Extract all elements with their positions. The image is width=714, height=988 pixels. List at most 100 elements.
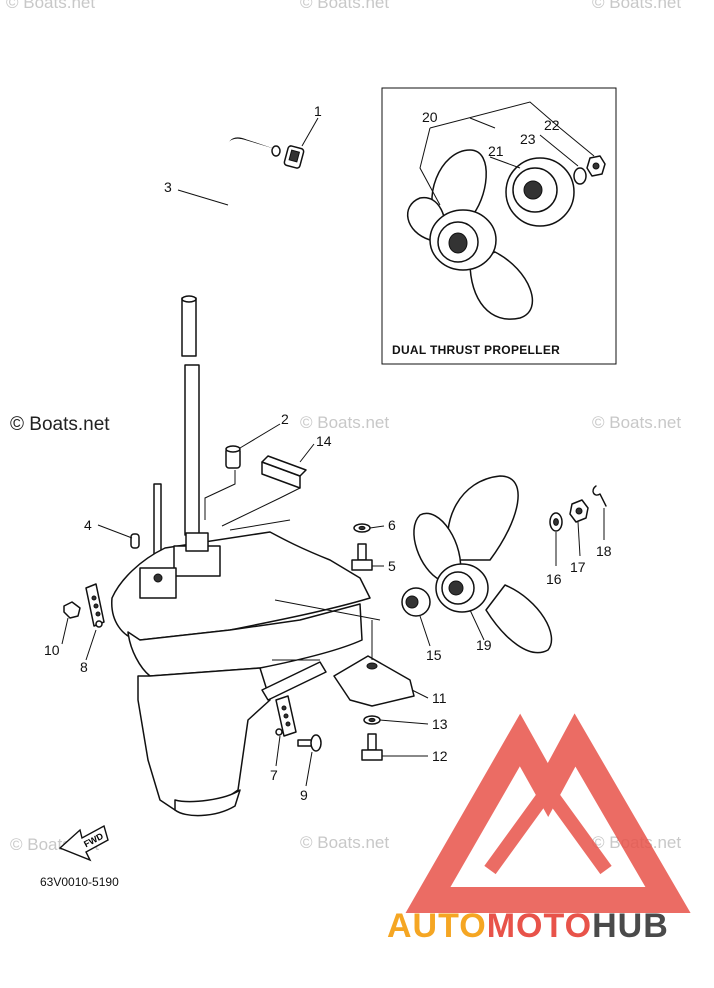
watermark-top-1: © Boats.net [6, 0, 95, 12]
leader-19 [469, 609, 485, 641]
lower-unit-housing [111, 470, 381, 817]
propeller-shaft [261, 661, 327, 701]
inset-bushing-core [523, 180, 543, 200]
part-14-strip [261, 455, 307, 489]
part-2-fitting [225, 445, 241, 469]
watermark-right: © Boats.net [592, 413, 681, 432]
part-3-tube [226, 137, 281, 442]
leader-15 [419, 615, 431, 647]
callout-12: 12 [432, 748, 448, 764]
leader-6 [369, 525, 385, 529]
shaft-lower [184, 364, 200, 536]
anode-8-hole-2 [93, 603, 99, 609]
bolt-12-shank [367, 733, 377, 751]
housing-gearcase [137, 667, 271, 811]
watermark-bottom-mid: © Boats.net [300, 833, 389, 852]
anode-8-hole-1 [91, 595, 97, 601]
grommet-hole [288, 149, 301, 163]
leader-20c [469, 117, 496, 129]
housing-shift-hole [153, 573, 163, 583]
part-17-hole [575, 507, 583, 515]
callout-22: 22 [544, 117, 560, 133]
anode-7-stud [275, 728, 283, 736]
inset-washer [573, 167, 587, 185]
strip-top [261, 455, 307, 477]
housing-shaft-boss [185, 532, 209, 552]
callout-17: 17 [570, 559, 586, 575]
inset-frame [381, 87, 617, 365]
prop-blade-left [413, 512, 462, 581]
shaft-upper [181, 297, 197, 357]
part-13-hole [368, 717, 376, 723]
callout-16: 16 [546, 571, 562, 587]
callout-4: 4 [84, 517, 92, 533]
brand-part-hub: HUB [592, 907, 669, 945]
callout-15: 15 [426, 647, 442, 663]
callout-2: 2 [281, 411, 289, 427]
inset-blade-top [431, 149, 487, 227]
brand-part-moto: MOTO [487, 907, 592, 945]
inset-nut-hole [592, 162, 600, 170]
inset-title: DUAL THRUST PROPELLER [392, 343, 560, 357]
tube-inner [226, 138, 278, 442]
watermark-left: © Boats.net [10, 414, 110, 435]
brand-logo [405, 713, 691, 913]
housing-edge [229, 519, 291, 531]
housing-mount-block [173, 545, 221, 577]
part-5-bolt [351, 543, 373, 571]
callout-11: 11 [432, 690, 447, 706]
housing-guide [274, 599, 381, 621]
part-7-anode [275, 695, 297, 737]
watermark-mid: © Boats.net [300, 413, 389, 432]
callout-9: 9 [300, 787, 308, 803]
leader-17 [577, 521, 581, 557]
part-18-cotter-pin [592, 485, 607, 507]
fwd-arrow-shape [58, 824, 109, 862]
part-15-bushing [401, 587, 431, 617]
leader-14-line [221, 487, 301, 527]
callout-8: 8 [80, 659, 88, 675]
anode-7-hole-1 [281, 705, 287, 711]
anode-8-hole-3 [95, 611, 101, 617]
leader-10 [61, 617, 69, 645]
watermark-top-2: © Boats.net [300, 0, 389, 12]
anode-7-hole-2 [283, 713, 289, 719]
drive-shaft [181, 295, 200, 536]
part-11-trim-tab [333, 620, 415, 707]
bolt-9-head [310, 734, 322, 752]
leader-1 [301, 117, 319, 147]
brand-part-auto: AUTO [387, 907, 487, 945]
callout-19: 19 [476, 637, 492, 653]
brand-wordmark: AUTOMOTOHUB [387, 907, 669, 945]
leader-21 [489, 156, 521, 169]
fwd-arrow: FWD [58, 824, 109, 862]
fitting-top [225, 445, 241, 453]
part-4-pin [130, 533, 140, 549]
leader-20a [419, 127, 441, 206]
anode-8-stud [95, 620, 103, 628]
inset-blade-bottom [469, 251, 534, 320]
part-6-hole [358, 525, 366, 531]
inset-hub-bore [448, 232, 468, 254]
callout-5: 5 [388, 558, 396, 574]
brand-logo-inner [484, 778, 612, 875]
anode-7-hole-3 [285, 721, 291, 727]
shaft-top [181, 295, 197, 303]
bolt-5-head [351, 559, 373, 571]
part-16-hole [553, 518, 559, 526]
callout-6: 6 [388, 517, 396, 533]
leader-23 [539, 134, 579, 167]
callout-23: 23 [520, 131, 536, 147]
callout-18: 18 [596, 543, 612, 559]
prop-blade-bottom [485, 584, 553, 654]
leader-2-line [204, 470, 236, 520]
callout-7: 7 [270, 767, 278, 783]
leader-2 [239, 423, 281, 449]
part-19-propeller [413, 475, 553, 654]
callout-14: 14 [316, 433, 332, 449]
part-12-bolt [361, 733, 383, 761]
part-8-anode [85, 583, 105, 628]
tube-outer [227, 137, 277, 441]
leader-13 [379, 719, 429, 725]
